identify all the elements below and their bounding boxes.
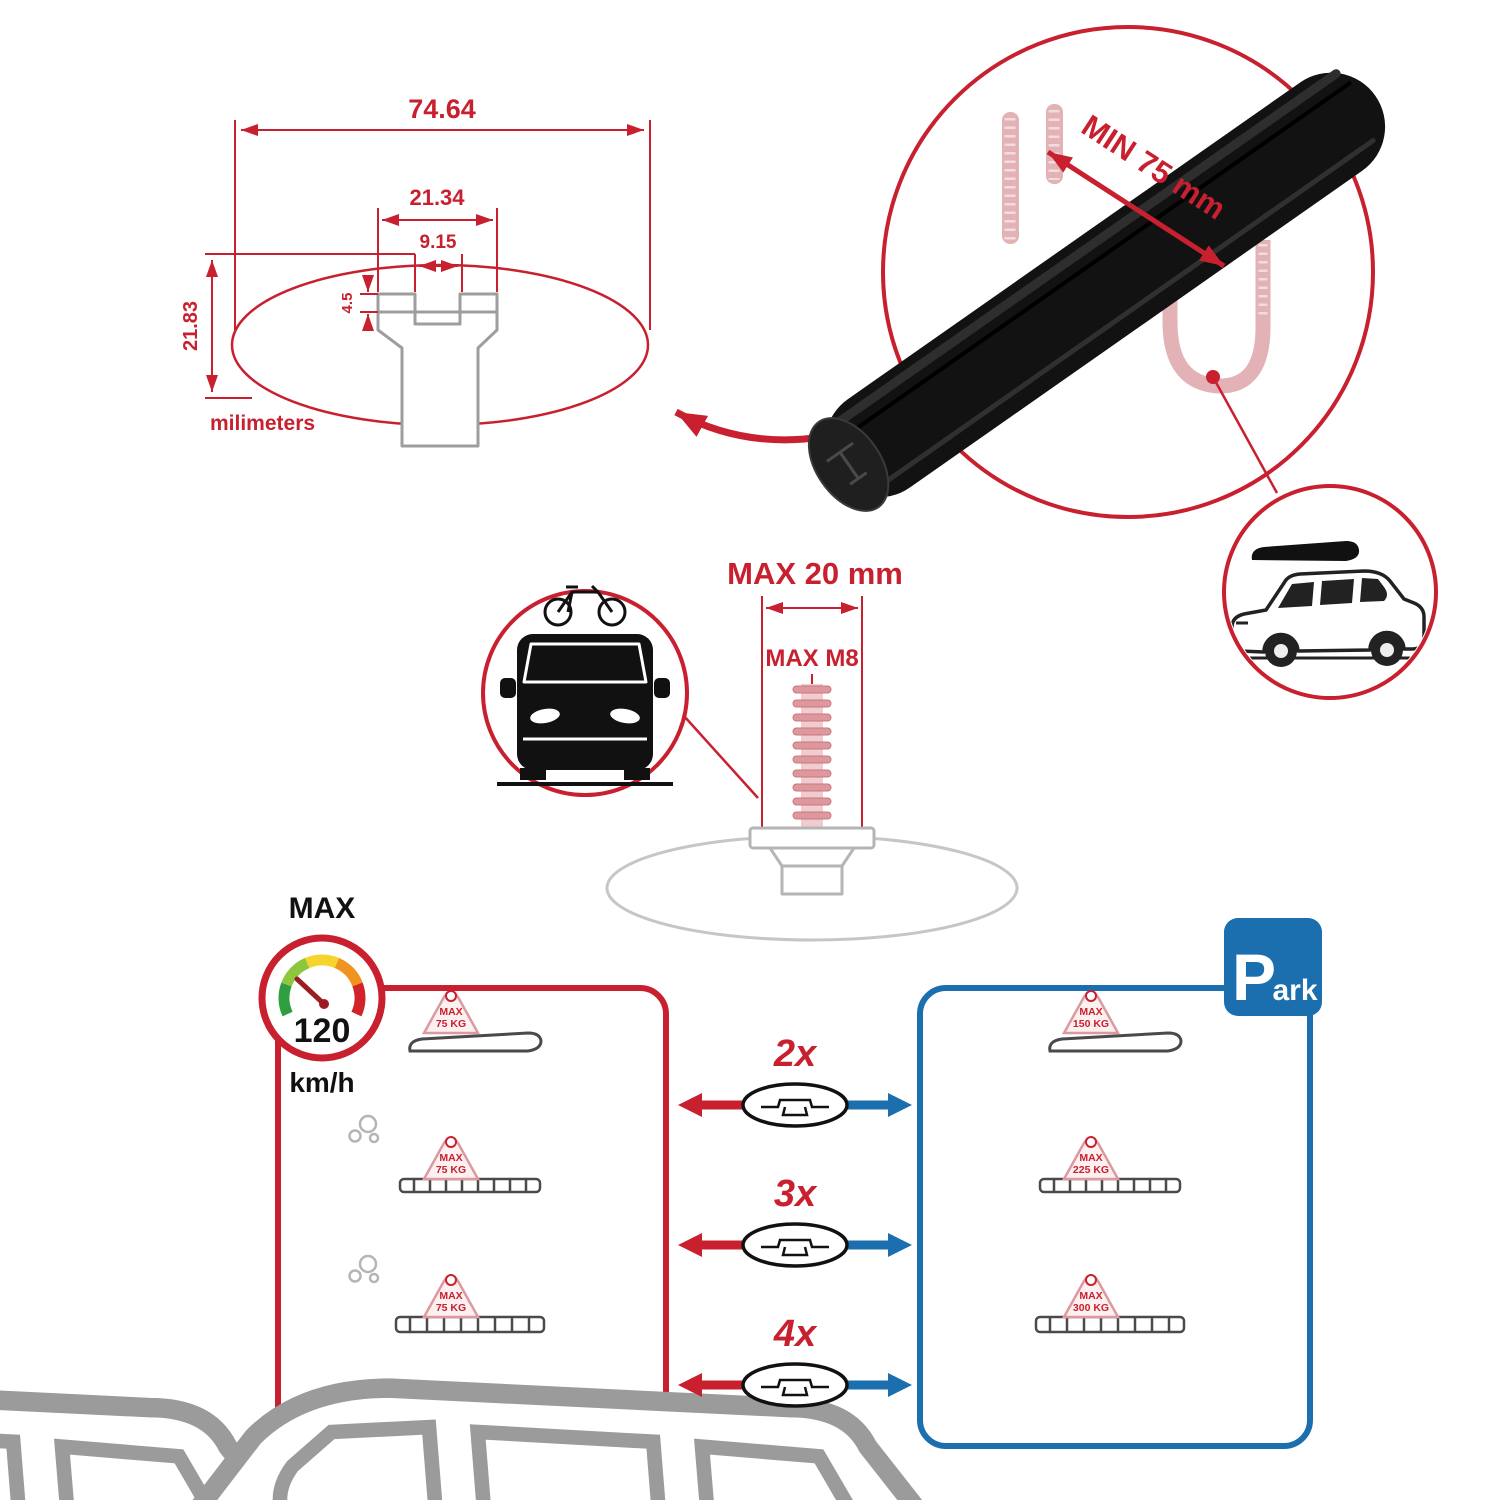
connector-to-suv-inset (1211, 376, 1279, 494)
car-front-icon (497, 634, 673, 786)
park-panel-box (917, 985, 1313, 1449)
crossbar-count-label: 4x (773, 1313, 818, 1355)
roof-box-icon (1048, 1031, 1183, 1053)
cargo-load-label: 300 KG (1073, 1302, 1109, 1314)
units-label: milimeters (210, 412, 315, 435)
cargo-max-label: MAX (439, 1152, 462, 1164)
crossbar-section-oval (741, 1222, 849, 1268)
left-arrow-head (678, 1093, 702, 1117)
roofbox-suv-inset (1222, 484, 1438, 700)
dim-ext-height (205, 253, 415, 399)
exhaust-puffs (348, 1254, 380, 1284)
cargo-tent-label: MAX 225 KG (1061, 1136, 1121, 1181)
suv-with-roofbox-illustration (1228, 541, 1432, 667)
bar-count-row-2: 3x (678, 1173, 912, 1268)
bar-count-row-3: 4x (678, 1313, 912, 1408)
speedometer-needle (294, 976, 327, 1007)
cargo-max-label: MAX (1079, 1290, 1102, 1302)
roof-box-icon (408, 1031, 543, 1053)
park-car-row-3: MAX 300 KG (1034, 1274, 1186, 1334)
cargo-load-label: 75 KG (436, 1018, 466, 1030)
crossbar-count-label: 2x (773, 1033, 818, 1075)
cargo-max-label: MAX (1079, 1006, 1102, 1018)
right-arrow-head (888, 1373, 912, 1397)
crossbar-detail-circle: MIN 75 mm (807, 25, 1386, 519)
dim-ext-channel (377, 208, 498, 292)
bolt-max-thread-label: MAX M8 (765, 645, 858, 672)
right-arrow-head (888, 1093, 912, 1117)
dim-slot-width-label: 9.15 (420, 232, 457, 253)
bolt-thread (792, 684, 832, 830)
cargo-tent-label: MAX 75 KG (421, 1274, 481, 1319)
cargo-tent-label: MAX 300 KG (1061, 1274, 1121, 1319)
drive-car-row-2: MAX 75 KG (348, 1136, 542, 1284)
t-bolt-diagram: MAX 20 mm MAX M8 (605, 556, 1019, 942)
speedometer-gauge (278, 954, 366, 1017)
profile-dimension-diagram: 74.64 21.34 9.15 4.5 21.83 milimeters (180, 94, 651, 448)
left-arrow-head (678, 1373, 702, 1397)
crossbar-section-icon (761, 1098, 829, 1117)
cargo-load-label: 225 KG (1073, 1164, 1109, 1176)
roof-basket-icon (1038, 1177, 1182, 1194)
bolt-dim-ext (761, 596, 863, 838)
crossbar-count-label: 3x (774, 1173, 818, 1215)
dim-profile-height-label: 21.83 (180, 301, 202, 351)
dim-lip-height-label: 4.5 (339, 293, 356, 314)
cargo-tent-label: MAX 150 KG (1061, 990, 1121, 1035)
bike-car-inset (481, 584, 759, 799)
connector-to-bolt (683, 715, 759, 799)
cargo-load-label: 75 KG (436, 1164, 466, 1176)
park-car-row-1: MAX 150 KG (66, 990, 1183, 1500)
bolt-max-width-label: MAX 20 mm (727, 556, 903, 591)
roof-basket-icon (394, 1315, 546, 1334)
exhaust-puffs (348, 1114, 380, 1144)
speed-max-label: MAX (289, 892, 356, 925)
t-bolt-head (748, 826, 876, 896)
dim-ext-lip (360, 293, 378, 313)
dim-total-width-label: 74.64 (408, 94, 476, 124)
bar-count-row-1: 2x (678, 1033, 912, 1128)
park-sign-rest: ark (1272, 974, 1317, 1007)
park-sign-letter: P (1232, 940, 1276, 1014)
bicycle-icon (543, 584, 627, 627)
dim-ext-total (234, 120, 651, 330)
roof-box-icon (1251, 541, 1360, 561)
cargo-load-label: 150 KG (1073, 1018, 1109, 1030)
roof-basket-icon (398, 1177, 542, 1194)
speed-value: 120 (294, 1012, 351, 1050)
crossbar-section-icon (761, 1378, 829, 1397)
min-span-arrow (1046, 149, 1226, 269)
left-arrow-head (678, 1233, 702, 1257)
right-arrow-head (888, 1233, 912, 1257)
crossbar-section-icon (761, 1238, 829, 1257)
u-bolt-clamp (1002, 104, 1271, 394)
park-car-row-2: MAX 225 KG (1038, 1136, 1182, 1194)
dim-channel-width-label: 21.34 (409, 185, 465, 210)
crossbar-section-oval (741, 1082, 849, 1128)
cargo-max-label: MAX (439, 1006, 462, 1018)
park-sign: P ark (1224, 918, 1322, 1016)
dim-ext-slot (414, 254, 463, 292)
speed-limit-badge: MAX 120 km/h (258, 892, 386, 1098)
crossbar-section-oval (741, 1362, 849, 1408)
park-panel-cars: MAX 150 KG MAX 225 KG (66, 990, 1186, 1500)
cargo-max-label: MAX (439, 1290, 462, 1302)
cargo-tent-label: MAX 75 KG (421, 990, 481, 1035)
profile-cross-section (376, 292, 499, 448)
roof-basket-icon (1034, 1315, 1186, 1334)
speed-units: km/h (289, 1067, 354, 1098)
drive-car-row-1: MAX 75 KG (0, 990, 543, 1500)
cargo-max-label: MAX (1079, 1152, 1102, 1164)
cargo-load-label: 75 KG (436, 1302, 466, 1314)
cargo-tent-label: MAX 75 KG (421, 1136, 481, 1181)
